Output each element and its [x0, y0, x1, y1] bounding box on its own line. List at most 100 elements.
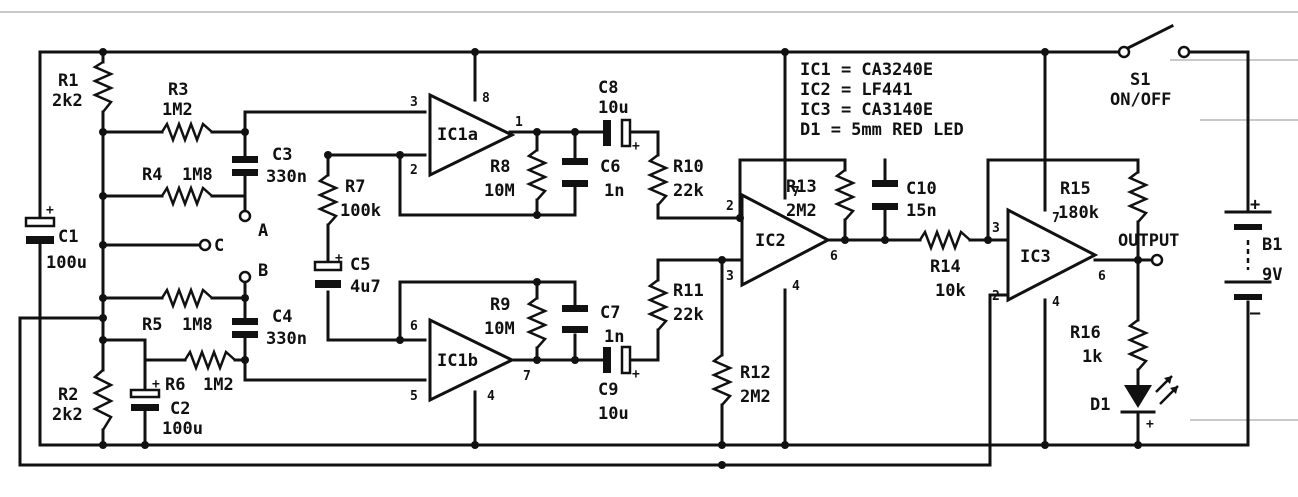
r5-name: R5 — [142, 315, 162, 335]
r11-name: R11 — [673, 281, 704, 301]
ic3-name: IC3 — [1020, 247, 1051, 267]
c3-plate-bottom — [232, 169, 258, 176]
legend-line-3: IC3 = CA3140E — [800, 100, 933, 120]
r5-body — [160, 286, 213, 310]
c9-value: 10u — [598, 404, 629, 424]
r9-name: R9 — [490, 295, 510, 315]
svg-text:7: 7 — [792, 185, 800, 200]
r16-value: 1k — [1082, 347, 1102, 367]
ic2-name: IC2 — [755, 231, 786, 251]
r11-value: 22k — [673, 305, 704, 325]
legend-line-2: IC2 = LF441 — [800, 80, 913, 100]
c4-plate-bottom — [232, 331, 258, 338]
c10-value: 15n — [906, 201, 937, 221]
c2-plate-top — [129, 388, 161, 399]
c1-plate-bottom — [26, 236, 54, 244]
c5-plate-bottom — [315, 280, 341, 288]
r8-body — [525, 149, 549, 201]
r13-name: R13 — [786, 177, 817, 197]
svg-text:6: 6 — [410, 319, 418, 334]
r7-name: R7 — [345, 177, 365, 197]
switch-s1 — [1117, 23, 1191, 59]
c7-name: C7 — [600, 303, 620, 323]
battery-b1 — [1224, 210, 1272, 300]
svg-text:2: 2 — [726, 199, 734, 214]
legend-line-1: IC1 = CA3240E — [800, 60, 933, 80]
c1-value: 100u — [46, 253, 87, 273]
svg-text:8: 8 — [482, 91, 490, 106]
legend-line-4: D1 = 5mm RED LED — [800, 120, 964, 140]
r16-name: R16 — [1070, 323, 1101, 343]
c4-plate-top — [232, 318, 258, 325]
svg-text:3: 3 — [992, 221, 1000, 236]
c2-plate-bottom — [131, 404, 159, 411]
r1-name: R1 — [58, 71, 78, 91]
r6-value: 1M2 — [203, 375, 234, 395]
r14-value: 10k — [935, 281, 966, 301]
c1-name: C1 — [58, 227, 78, 247]
svg-text:+: + — [1146, 417, 1154, 432]
r8-name: R8 — [490, 157, 510, 177]
svg-text:3: 3 — [726, 269, 734, 284]
r8-value: 10M — [484, 181, 515, 201]
c6-plate-top — [562, 158, 588, 165]
r14-body — [918, 228, 971, 252]
c10-plate-bottom — [872, 203, 898, 210]
r12-value: 2M2 — [740, 387, 771, 407]
svg-text:4: 4 — [1052, 295, 1060, 310]
r6-body — [183, 348, 236, 372]
svg-text:5: 5 — [410, 389, 418, 404]
svg-text:7: 7 — [1052, 211, 1060, 226]
r7-body — [316, 174, 340, 226]
r10-value: 22k — [673, 181, 704, 201]
ic1b-name: IC1b — [437, 351, 478, 371]
svg-text:+: + — [632, 139, 640, 154]
c5-plate-top — [313, 260, 343, 272]
terminal-c — [198, 238, 212, 252]
d1-name: D1 — [1090, 395, 1110, 415]
c7-plate-bottom — [562, 326, 588, 333]
r12-body — [710, 354, 734, 406]
led-d1 — [1120, 375, 1179, 422]
c8-plate-right — [620, 118, 632, 148]
r3-name: R3 — [168, 80, 188, 100]
c10-plate-top — [872, 180, 898, 187]
c8-name: C8 — [598, 78, 618, 98]
c6-value: 1n — [604, 181, 624, 201]
terminal-c-label: C — [214, 236, 224, 256]
battery-value: 9V — [1262, 265, 1282, 285]
svg-text:1: 1 — [515, 115, 523, 130]
r15-body — [1126, 171, 1150, 223]
terminal-a-label: A — [258, 221, 268, 241]
r10-body — [646, 154, 670, 206]
c1-plate-top — [24, 216, 56, 228]
r15-value: 180k — [1058, 203, 1099, 223]
c9-plate-left — [603, 347, 611, 373]
r7-value: 100k — [340, 201, 381, 221]
output-label: OUTPUT — [1118, 231, 1179, 251]
output-terminal — [1150, 253, 1164, 267]
junctions — [99, 48, 1142, 469]
switch-name: S1 — [1130, 70, 1150, 90]
op-amps — [428, 92, 1099, 403]
r13-value: 2M2 — [786, 201, 817, 221]
svg-text:2: 2 — [410, 163, 418, 178]
r16-body — [1126, 319, 1150, 371]
r11-body — [646, 279, 670, 331]
battery-plus: + — [1250, 195, 1260, 215]
wires — [18, 50, 1250, 467]
c3-name: C3 — [272, 145, 292, 165]
capacitors — [24, 118, 898, 411]
ic1a-triangle — [428, 92, 516, 178]
r4-name: R4 — [142, 165, 162, 185]
c5-value: 4u7 — [350, 277, 381, 297]
r13-body — [833, 169, 857, 221]
c2-value: 100u — [162, 419, 203, 439]
ic1a-name: IC1a — [437, 125, 478, 145]
c7-value: 1n — [604, 327, 624, 347]
svg-text:2: 2 — [992, 289, 1000, 304]
svg-text:6: 6 — [830, 249, 838, 264]
svg-text:4: 4 — [792, 279, 800, 294]
r12-name: R12 — [740, 363, 771, 383]
